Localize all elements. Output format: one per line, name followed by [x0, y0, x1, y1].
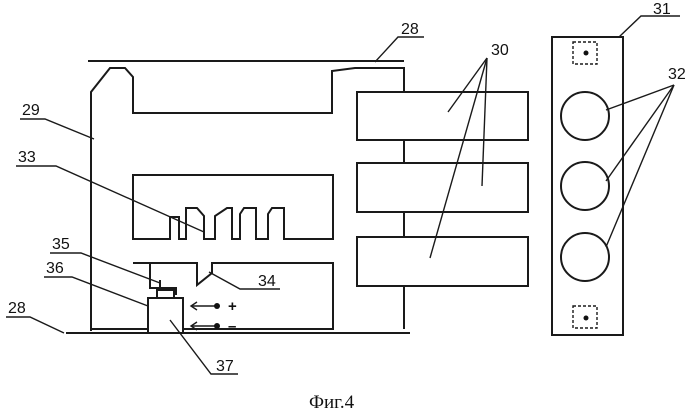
indicator-32-bottom [561, 233, 609, 281]
block-37 [148, 298, 183, 333]
label-28-top: 28 [401, 21, 419, 38]
label-36: 36 [46, 260, 64, 277]
minus-sign: – [228, 318, 236, 335]
element-30-bottom [357, 237, 528, 286]
label-34: 34 [258, 273, 276, 290]
label-32: 32 [668, 66, 686, 83]
block-37-cap [157, 290, 174, 298]
comb-cavity [133, 175, 333, 239]
label-30: 30 [491, 42, 509, 59]
label-31: 31 [653, 1, 671, 18]
element-30-top [357, 92, 528, 140]
label-37: 37 [216, 358, 234, 375]
label-35: 35 [52, 236, 70, 253]
element-30-middle [357, 163, 528, 212]
terminal-plus: + [191, 298, 237, 315]
indicator-32-middle [561, 162, 609, 210]
figure-caption: Фиг.4 [309, 392, 355, 413]
label-28-bottom: 28 [8, 300, 26, 317]
panel-31 [552, 37, 623, 335]
plus-sign: + [228, 298, 237, 315]
indicator-32-top [561, 92, 609, 140]
label-33: 33 [18, 149, 36, 166]
label-29: 29 [22, 102, 40, 119]
